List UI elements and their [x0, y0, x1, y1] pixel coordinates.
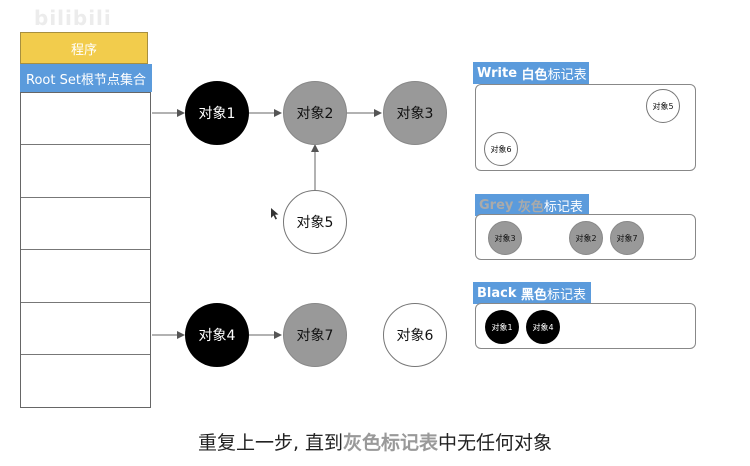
bilibili-watermark: bilibili: [34, 6, 112, 30]
white-title-suffix: 标记表: [547, 67, 587, 83]
black-item-obj1: 对象1: [485, 310, 519, 344]
white-item-obj5: 对象5: [646, 89, 680, 123]
caption-part1: 重复上一步, 直到: [197, 432, 344, 454]
grey-item-obj7: 对象7: [610, 221, 644, 255]
rootset-slot: [21, 303, 150, 355]
node-obj2: 对象2: [283, 81, 347, 145]
node-obj1: 对象1: [185, 81, 249, 145]
black-table-title: Black 黑色 标记表: [473, 282, 591, 304]
node-obj7: 对象7: [283, 303, 347, 367]
grey-table-title: Grey 灰色 标记表: [475, 194, 589, 216]
white-item-obj6: 对象6: [484, 132, 518, 166]
slide-caption: 重复上一步, 直到灰色标记表中无任何对象: [0, 428, 750, 455]
rootset-header: Root Set根节点集合: [20, 64, 152, 92]
program-box: 程序: [20, 32, 148, 64]
black-item-obj4: 对象4: [526, 310, 560, 344]
caption-highlight: 灰色标记表: [343, 432, 439, 454]
black-table-panel: 对象1 对象4: [475, 303, 696, 349]
rootset-list: [20, 92, 151, 408]
grey-title-suffix: 标记表: [543, 199, 583, 215]
caption-part2: 中无任何对象: [438, 432, 553, 454]
black-title-cn: 黑色: [521, 287, 548, 303]
program-label: 程序: [70, 42, 97, 58]
rootset-label: Root Set根节点集合: [26, 72, 146, 88]
grey-item-obj2: 对象2: [569, 221, 603, 255]
rootset-slot: [21, 93, 150, 146]
white-title-cn: 白色: [521, 67, 548, 83]
black-title-suffix: 标记表: [547, 287, 587, 303]
rootset-slot: [21, 198, 150, 251]
grey-title-en: Grey: [479, 197, 514, 213]
grey-table-panel: 对象3 对象2 对象7: [475, 214, 696, 260]
node-obj5: 对象5: [283, 190, 347, 254]
grey-item-obj3: 对象3: [488, 221, 522, 255]
rootset-slot: [21, 145, 150, 198]
node-obj3: 对象3: [383, 81, 447, 145]
rootset-slot: [21, 250, 150, 303]
black-title-en: Black: [477, 285, 517, 301]
white-title-en: Write: [477, 65, 518, 81]
node-obj4: 对象4: [185, 303, 249, 367]
node-obj6: 对象6: [383, 303, 447, 367]
white-table-title: Write 白色 标记表: [473, 62, 589, 84]
grey-title-cn: 灰色: [517, 199, 544, 215]
mouse-cursor-icon: [271, 208, 279, 220]
white-table-panel: 对象5 对象6: [475, 84, 696, 171]
